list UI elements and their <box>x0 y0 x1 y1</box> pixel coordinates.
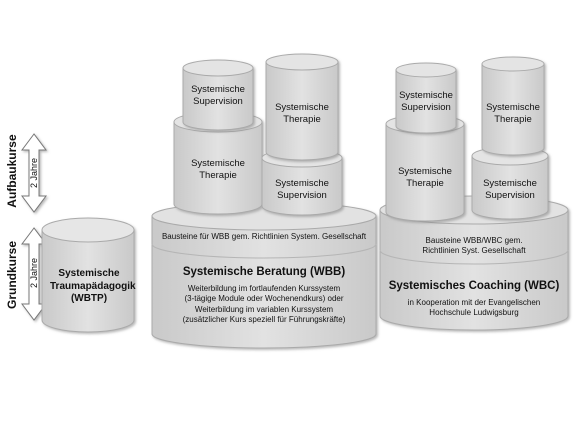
wbb-top-right-cylinder <box>265 53 339 161</box>
wbc-bausteine-line-1: Bausteine WBB/WBC gem. <box>425 236 523 245</box>
wbc-mid-left-label: Systemische Therapie <box>398 166 452 189</box>
aufbau-arrow <box>21 133 47 213</box>
wbb-desc-line-2: (3-tägige Module oder Wochenendkurs) ode… <box>184 294 344 304</box>
wbc-bausteine-line-2: Richtlinien Syst. Gesellschaft <box>422 246 526 255</box>
wbc-top-left-label: Systemische Supervision <box>399 90 453 113</box>
wbc-bausteine: Bausteine WBB/WBC gem. Richtlinien Syst.… <box>386 236 562 256</box>
wbb-desc-line-4: (zusätzlicher Kurs speziell für Führungs… <box>182 315 346 325</box>
wbb-desc-line-1: Weiterbildung im fortlaufenden Kurssyste… <box>187 284 341 293</box>
wbc-top-right-label: Systemische Therapie <box>486 102 540 125</box>
aufbau-label: Aufbaukurse <box>5 134 19 208</box>
wbc-description: in Kooperation mit der Evangelischen Hoc… <box>386 298 562 318</box>
aufbau-years: 2 Jahre <box>29 157 39 189</box>
wbb-mid-left-label: Systemische Therapie <box>191 158 245 181</box>
wbb-top-left-label: Systemische Supervision <box>191 84 245 107</box>
wbb-mid-right-label: Systemische Supervision <box>275 178 329 201</box>
wbtp-title: Systemische Traumapädagogik (WBTP) <box>50 268 136 304</box>
wbb-bausteine: Bausteine für WBB gem. Richtlinien Syste… <box>161 232 367 241</box>
wbb-title: Systemische Beratung (WBB) <box>182 266 346 278</box>
wbb-description: Weiterbildung im fortlaufenden Kurssyste… <box>158 284 370 326</box>
grund-arrow <box>21 227 47 321</box>
wbb-top-left-cylinder <box>182 59 254 131</box>
wbc-desc-line-2: Hochschule Ludwigsburg <box>429 308 519 317</box>
grund-years: 2 Jahre <box>29 257 39 289</box>
wbc-top-right-cylinder <box>481 56 545 156</box>
wbc-mid-right-label: Systemische Supervision <box>483 178 537 201</box>
wbc-title: Systemisches Coaching (WBC) <box>388 280 560 292</box>
wbtp-cylinder <box>41 217 135 333</box>
wbb-desc-line-3: Weiterbildung im variablen Kurssystem <box>194 304 334 314</box>
wbc-desc-line-1: in Kooperation mit der Evangelischen <box>407 298 541 307</box>
wbb-top-right-label: Systemische Therapie <box>275 102 329 125</box>
wbc-top-left-cylinder <box>395 62 457 134</box>
grund-label: Grundkurse <box>5 241 19 310</box>
